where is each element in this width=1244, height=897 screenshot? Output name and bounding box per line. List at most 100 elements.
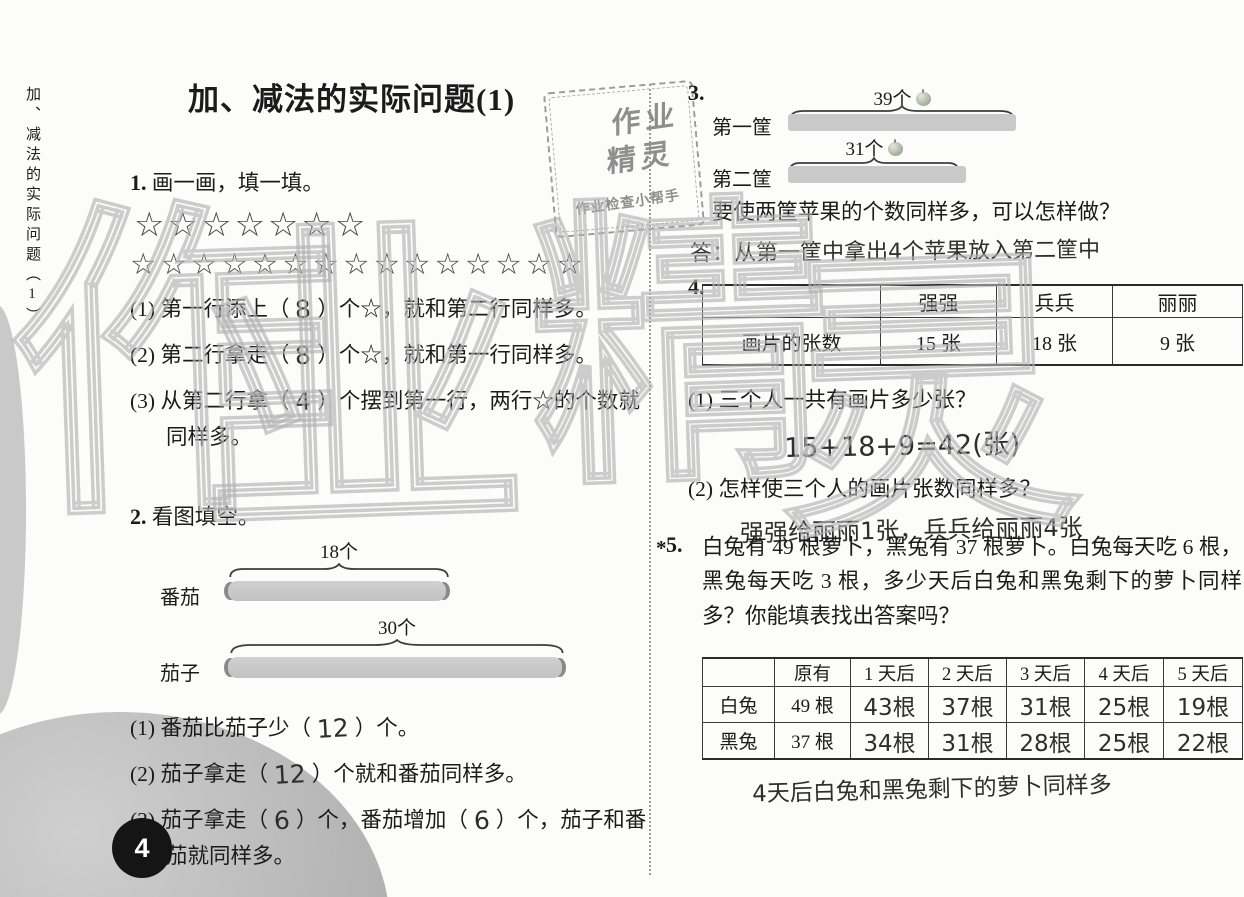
- question-text: ）个就和番茄同样多。: [311, 761, 527, 786]
- basket2-count-label: 31个: [788, 134, 960, 161]
- handwritten-answer: 8: [294, 340, 313, 371]
- header-cell: 4 天后: [1084, 657, 1164, 688]
- eggplant-count-label: 30个: [377, 618, 416, 639]
- stars-row-1: ☆☆☆☆☆☆☆: [134, 205, 369, 245]
- question-text: (2) 第二行拿走（: [130, 342, 290, 367]
- problem-prompt: 看图填空。: [151, 505, 260, 529]
- table-header-row: 原有 1 天后 2 天后 3 天后 4 天后 5 天后: [702, 657, 1243, 688]
- apple-icon: [887, 139, 903, 156]
- problem-prompt: 画一画，填一填。: [151, 171, 324, 195]
- handwritten-cell: 43根: [850, 686, 929, 724]
- row-label-cell: 画片的张数: [702, 317, 881, 366]
- center-fold-divider: [649, 84, 651, 875]
- value-cell: 9 张: [1112, 317, 1243, 366]
- handwritten-answer: 15+18+9=42(张): [783, 429, 1021, 465]
- table-header-row: 强强 兵兵 丽丽: [702, 284, 1243, 318]
- basket2-bar: [788, 166, 966, 183]
- question-text: ）个摆到第一行，两行☆的个数就同样多。: [166, 388, 640, 450]
- tomato-count-label: 18个: [319, 542, 358, 563]
- value-cell: 49 根: [774, 686, 851, 724]
- handwritten-answer: 12: [316, 713, 350, 744]
- handwritten-cell: 34根: [850, 722, 929, 760]
- question-line: (2) 茄子拿走（12）个就和番茄同样多。: [130, 756, 655, 795]
- question-text: (1) 三个人一共有画片多少张？: [688, 388, 977, 412]
- page-title: 加、减法的实际问题(1): [188, 82, 516, 117]
- brace-icon: [228, 639, 566, 653]
- brace-icon: [788, 157, 960, 171]
- header-cell: 5 天后: [1163, 657, 1243, 688]
- question-text: 要使两筐苹果的个数同样多，可以怎样做？: [712, 200, 1121, 224]
- handwritten-answer: 8: [294, 294, 313, 325]
- basket2-count: 31个: [845, 139, 884, 160]
- brace-icon: [788, 105, 1016, 119]
- cards-table: 强强 兵兵 丽丽 画片的张数 15 张 18 张 9 张: [702, 284, 1243, 366]
- problem-2-head: 2. 看图填空。: [130, 500, 655, 531]
- question-text: ）个，茄子和番茄就同样多。: [166, 807, 647, 869]
- eggplant-bar: [224, 657, 566, 678]
- starred-problem-marker: *: [656, 536, 667, 560]
- handwritten-conclusion: 4天后白兔和黑兔剩下的萝卜同样多: [751, 772, 1113, 808]
- handwritten-cell: 31根: [928, 722, 1007, 760]
- table-row: 画片的张数 15 张 18 张 9 张: [702, 317, 1243, 366]
- page-number: 4: [134, 832, 150, 863]
- apple-baskets-diagram: 39个 第一筐 31个 第二筐: [712, 84, 1244, 191]
- problem-2: 2. 看图填空。 18个 番茄 30个 茄子 (1) 番茄比茄子少（12）个。 …: [130, 500, 655, 881]
- page-number-badge: 4: [112, 818, 172, 878]
- question-text: (2) 茄子拿走（: [130, 761, 268, 786]
- header-cell: 原有: [774, 657, 851, 688]
- basket2-label: 第二筐: [712, 169, 772, 191]
- basket1-bar: [788, 114, 1016, 131]
- problem-4: 4. 强强 兵兵 丽丽 画片的张数 15 张 18 张 9 张 (1) 三个人一…: [688, 272, 1244, 547]
- stars-row-2: ☆☆☆☆☆☆☆☆☆☆☆☆☆☆☆: [130, 247, 587, 281]
- handwritten-cell: 25根: [1084, 686, 1164, 724]
- header-cell: 1 天后: [850, 657, 929, 688]
- handwritten-cell: 28根: [1006, 722, 1085, 760]
- header-cell: 丽丽: [1112, 284, 1243, 318]
- handwritten-cell: 19根: [1163, 686, 1243, 724]
- header-cell: [702, 657, 775, 688]
- problem-5: * 5. 白兔有 49 根萝卜，黑兔有 37 根萝卜。白兔每天吃 6 根，黑兔每…: [656, 530, 1244, 808]
- vegetable-bar-diagram: 18个 番茄 30个 茄子: [130, 535, 655, 703]
- value-cell: 37 根: [774, 722, 851, 760]
- question-text: (3) 从第二行拿（: [130, 388, 290, 413]
- carrots-table: 原有 1 天后 2 天后 3 天后 4 天后 5 天后 白兔 49 根 43根 …: [702, 657, 1243, 761]
- question-line: (1) 番茄比茄子少（12）个。: [130, 710, 655, 749]
- handwritten-answer: 6: [273, 805, 291, 835]
- table-row: 黑兔 37 根 34根 31根 28根 25根 22根: [702, 722, 1243, 760]
- handwritten-cell: 22根: [1163, 722, 1243, 760]
- handwritten-answer: 4: [294, 386, 313, 416]
- problem-number: 4.: [688, 274, 705, 299]
- problem-number: 5.: [666, 532, 683, 557]
- question-text: ）个。: [354, 716, 420, 740]
- handwritten-cell: 25根: [1084, 722, 1164, 760]
- question-line: (3) 茄子拿走（6）个，番茄增加（6）个，茄子和番茄就同样多。: [130, 802, 655, 874]
- header-cell: 3 天后: [1006, 657, 1085, 688]
- tomato-bar: [224, 581, 450, 601]
- header-cell: 兵兵: [996, 284, 1113, 318]
- handwritten-answer: 答：从第一筐中拿出4个苹果放入第二筐中: [689, 238, 1101, 267]
- question-text: ）个，番茄增加（: [295, 807, 468, 832]
- problem-1-head: 1. 画一画，填一填。: [130, 166, 646, 197]
- sidebar-chapter-title: 加、减法的实际问题（1）: [24, 86, 40, 327]
- apple-icon: [915, 89, 931, 106]
- question-text: (1) 第一行添上（: [130, 297, 290, 321]
- problem-number: 2.: [130, 504, 147, 529]
- question-line: (3) 从第二行拿（4）个摆到第一行，两行☆的个数就同样多。: [130, 383, 646, 455]
- problem-number: 3.: [688, 80, 705, 105]
- header-cell: 2 天后: [928, 657, 1007, 688]
- question-text: ）个☆，就和第一行同样多。: [317, 342, 597, 367]
- value-cell: 18 张: [996, 317, 1113, 366]
- problem-3: 3. 39个 第一筐 31个 第二筐 要使两筐苹果的个数同样多，可以怎样做？ 答…: [688, 78, 1244, 267]
- question-text: (1) 番茄比茄子少（: [130, 716, 311, 740]
- handwritten-cell: 37根: [928, 686, 1007, 724]
- brace-icon: [228, 563, 450, 577]
- table-row: 白兔 49 根 43根 37根 31根 25根 19根: [702, 686, 1243, 724]
- row-label-cell: 黑兔: [702, 722, 775, 760]
- header-cell: 强强: [880, 284, 997, 318]
- question-line: (1) 第一行添上（8）个☆，就和第二行同样多。: [130, 291, 646, 330]
- question-text: ）个☆，就和第二行同样多。: [317, 297, 597, 321]
- question-line: (2) 第二行拿走（8）个☆，就和第一行同样多。: [130, 337, 646, 376]
- eggplant-label: 茄子: [160, 663, 200, 685]
- tomato-label: 番茄: [160, 587, 200, 609]
